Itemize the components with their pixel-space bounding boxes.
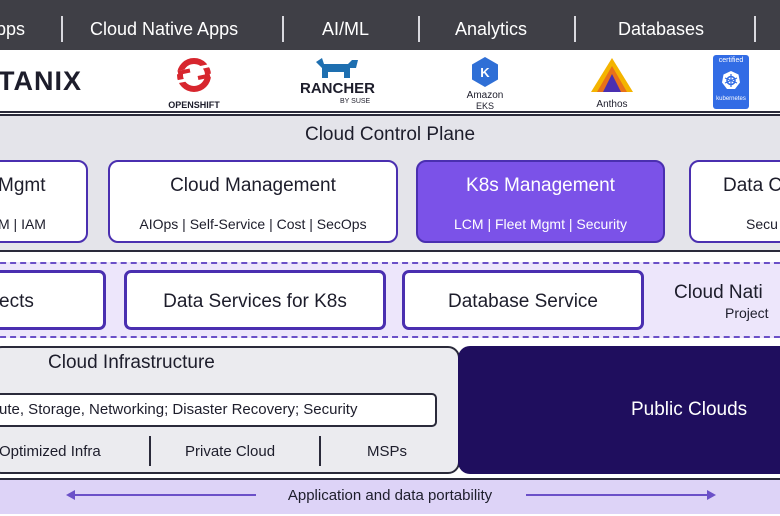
database-service-label: Database Service — [448, 291, 598, 312]
workload-divider — [754, 16, 756, 42]
cloud-infrastructure-title: Cloud Infrastructure — [48, 352, 215, 373]
data-services-k8s-label: Data Services for K8s — [163, 291, 347, 312]
workload-divider — [61, 16, 63, 42]
data-card — [689, 160, 780, 243]
mgmt-card-title: Mgmt — [0, 175, 46, 196]
anthos-logo-icon — [591, 58, 633, 92]
workload-divider — [282, 16, 284, 42]
projects-service-label: ects — [0, 291, 34, 312]
kubernetes-label: kubernetes — [716, 96, 746, 102]
msps-label: MSPs — [367, 443, 408, 460]
workload-apps: pps — [0, 19, 26, 39]
infrastructure-capabilities-box — [0, 393, 437, 427]
k8s-management-title: K8s Management — [466, 175, 615, 196]
workload-databases: Databases — [618, 19, 705, 39]
cloud-management-card — [108, 160, 398, 243]
k8s-management-subtitle: LCM | Fleet Mgmt | Security — [454, 216, 627, 232]
k8s-management-card: K8s Management LCM | Fleet Mgmt | Securi… — [416, 160, 665, 243]
rancher-wordmark: RANCHER — [300, 80, 375, 97]
workload-analytics: Analytics — [455, 19, 528, 39]
data-card-title: Data C — [723, 175, 780, 196]
infra-option-divider — [149, 436, 151, 466]
cloud-native-band — [0, 262, 780, 338]
infrastructure-capabilities-label: ute, Storage, Networking; Disaster Recov… — [0, 401, 358, 418]
cloud-management-subtitle: AIOps | Self-Service | Cost | SecOps — [139, 216, 367, 232]
cloud-native-subtitle: Project — [725, 305, 769, 321]
mgmt-card — [0, 160, 88, 243]
private-cloud-label: Private Cloud — [185, 443, 276, 460]
mgmt-card-subtitle: M | IAM — [0, 216, 46, 232]
anthos-label: Anthos — [596, 99, 628, 110]
openshift-label: OPENSHIFT — [168, 100, 220, 110]
openshift-logo-icon — [175, 58, 213, 92]
portability-label: Application and data portability — [287, 487, 493, 504]
kubernetes-helm-icon — [722, 71, 740, 89]
rancher-logo-icon — [316, 58, 358, 78]
nutanix-logo: TANIX — [0, 66, 82, 96]
cloud-native-title: Cloud Nati — [674, 282, 763, 303]
rancher-subtitle: BY SUSE — [340, 98, 371, 105]
workload-bar — [0, 0, 780, 50]
eks-label: EKS — [475, 101, 494, 111]
infra-option-divider — [319, 436, 321, 466]
amazon-eks-logo-icon: K — [472, 57, 498, 87]
public-clouds-panel — [458, 346, 780, 474]
portability-double-arrow-icon — [66, 490, 716, 500]
amazon-label: Amazon — [466, 90, 504, 101]
projects-service-box — [0, 270, 106, 330]
public-clouds-label: Public Clouds — [631, 399, 748, 420]
workload-cloud-native-apps: Cloud Native Apps — [90, 19, 239, 39]
data-card-subtitle: Secu — [746, 216, 778, 232]
database-service-box — [402, 270, 644, 330]
workload-divider — [574, 16, 576, 42]
cloud-management-title: Cloud Management — [170, 175, 336, 196]
data-services-k8s-box — [124, 270, 386, 330]
cloud-control-plane-title: Cloud Control Plane — [304, 124, 476, 145]
certified-label: certified — [718, 57, 744, 64]
platform-logo-strip — [0, 50, 780, 113]
optimized-infra-label: Optimized Infra — [0, 443, 101, 460]
svg-text:K: K — [480, 65, 490, 80]
workload-divider — [418, 16, 420, 42]
workload-ai-ml: AI/ML — [322, 19, 370, 39]
